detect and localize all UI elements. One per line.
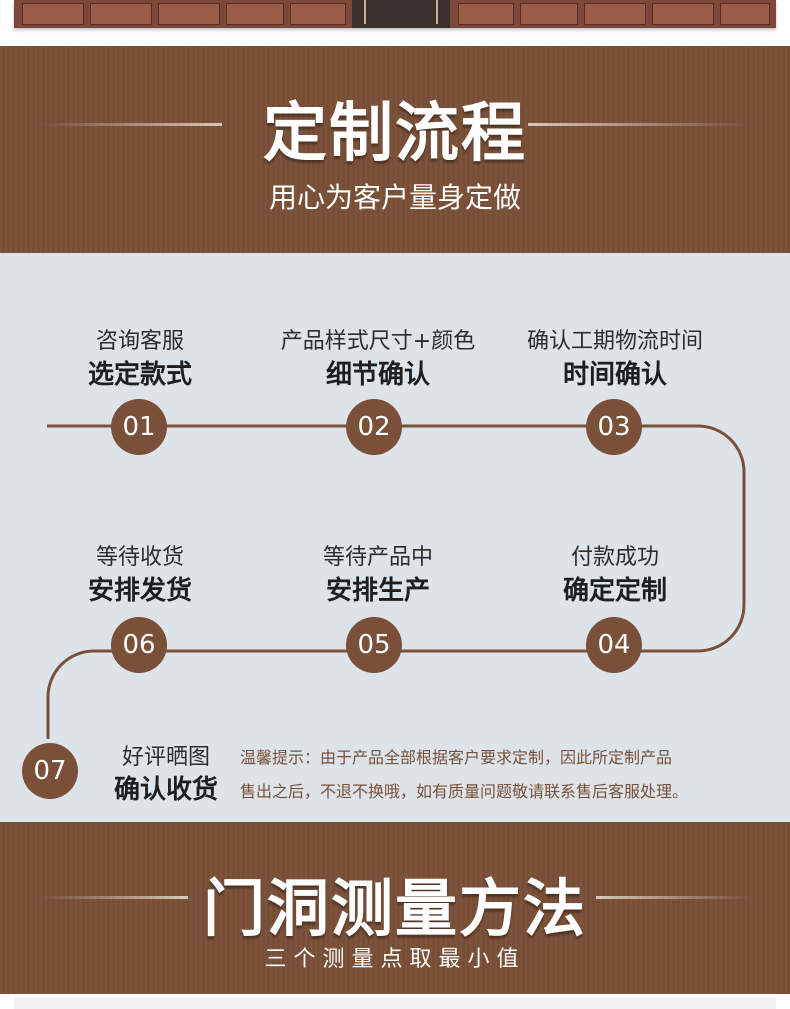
- step-06-action: 安排发货: [87, 576, 192, 606]
- step-07-badge: 07: [22, 743, 78, 799]
- measure-subtitle: 三个测量点取最小值: [264, 947, 526, 972]
- door-product-image: [14, 0, 776, 28]
- notice-line-2: 售出之后，不退不换哦，如有质量问题敬请联系售后客服处理。: [240, 782, 689, 801]
- step-07-desc: 好评晒图: [121, 745, 210, 770]
- step-06-badge: 06: [111, 617, 167, 673]
- title-divider-left: [42, 123, 222, 126]
- next-section-edge: [0, 994, 790, 1009]
- step-01-badge: 01: [111, 399, 167, 455]
- step-03-desc: 确认工期物流时间: [526, 329, 703, 354]
- section-title: 定制流程: [263, 97, 527, 171]
- measure-title: 门洞测量方法: [202, 872, 587, 945]
- product-photo-strip: [0, 0, 790, 46]
- step-02-action: 细节确认: [325, 360, 430, 390]
- step-04-action: 确定定制: [562, 576, 667, 606]
- step-05-badge: 05: [346, 617, 402, 673]
- step-05-action: 安排生产: [325, 576, 430, 606]
- notice-line-1: 温馨提示：由于产品全部根据客户要求定制，因此所定制产品: [240, 748, 673, 767]
- process-connector-lines: [46, 424, 746, 739]
- measure-divider-left: [40, 896, 188, 899]
- measure-header-band: [0, 822, 790, 994]
- step-05-desc: 等待产品中: [322, 545, 433, 570]
- step-03-badge: 03: [586, 399, 642, 455]
- process-flow: 咨询客服 选定款式 01 产品样式尺寸+颜色 细节确认 02 确认工期物流时间 …: [0, 253, 790, 822]
- step-07-action: 确认收货: [113, 775, 218, 805]
- step-02-desc: 产品样式尺寸+颜色: [280, 329, 476, 354]
- step-01-action: 选定款式: [87, 360, 192, 390]
- step-04-badge: 04: [586, 617, 642, 673]
- process-header-band: [0, 46, 790, 253]
- title-divider-right: [528, 123, 748, 126]
- section-subtitle: 用心为客户量身定做: [268, 181, 521, 214]
- step-06-desc: 等待收货: [95, 545, 184, 570]
- step-04-desc: 付款成功: [570, 545, 659, 570]
- step-02-badge: 02: [346, 399, 402, 455]
- step-03-action: 时间确认: [562, 360, 667, 390]
- measure-divider-right: [596, 896, 752, 899]
- step-01-desc: 咨询客服: [95, 329, 184, 354]
